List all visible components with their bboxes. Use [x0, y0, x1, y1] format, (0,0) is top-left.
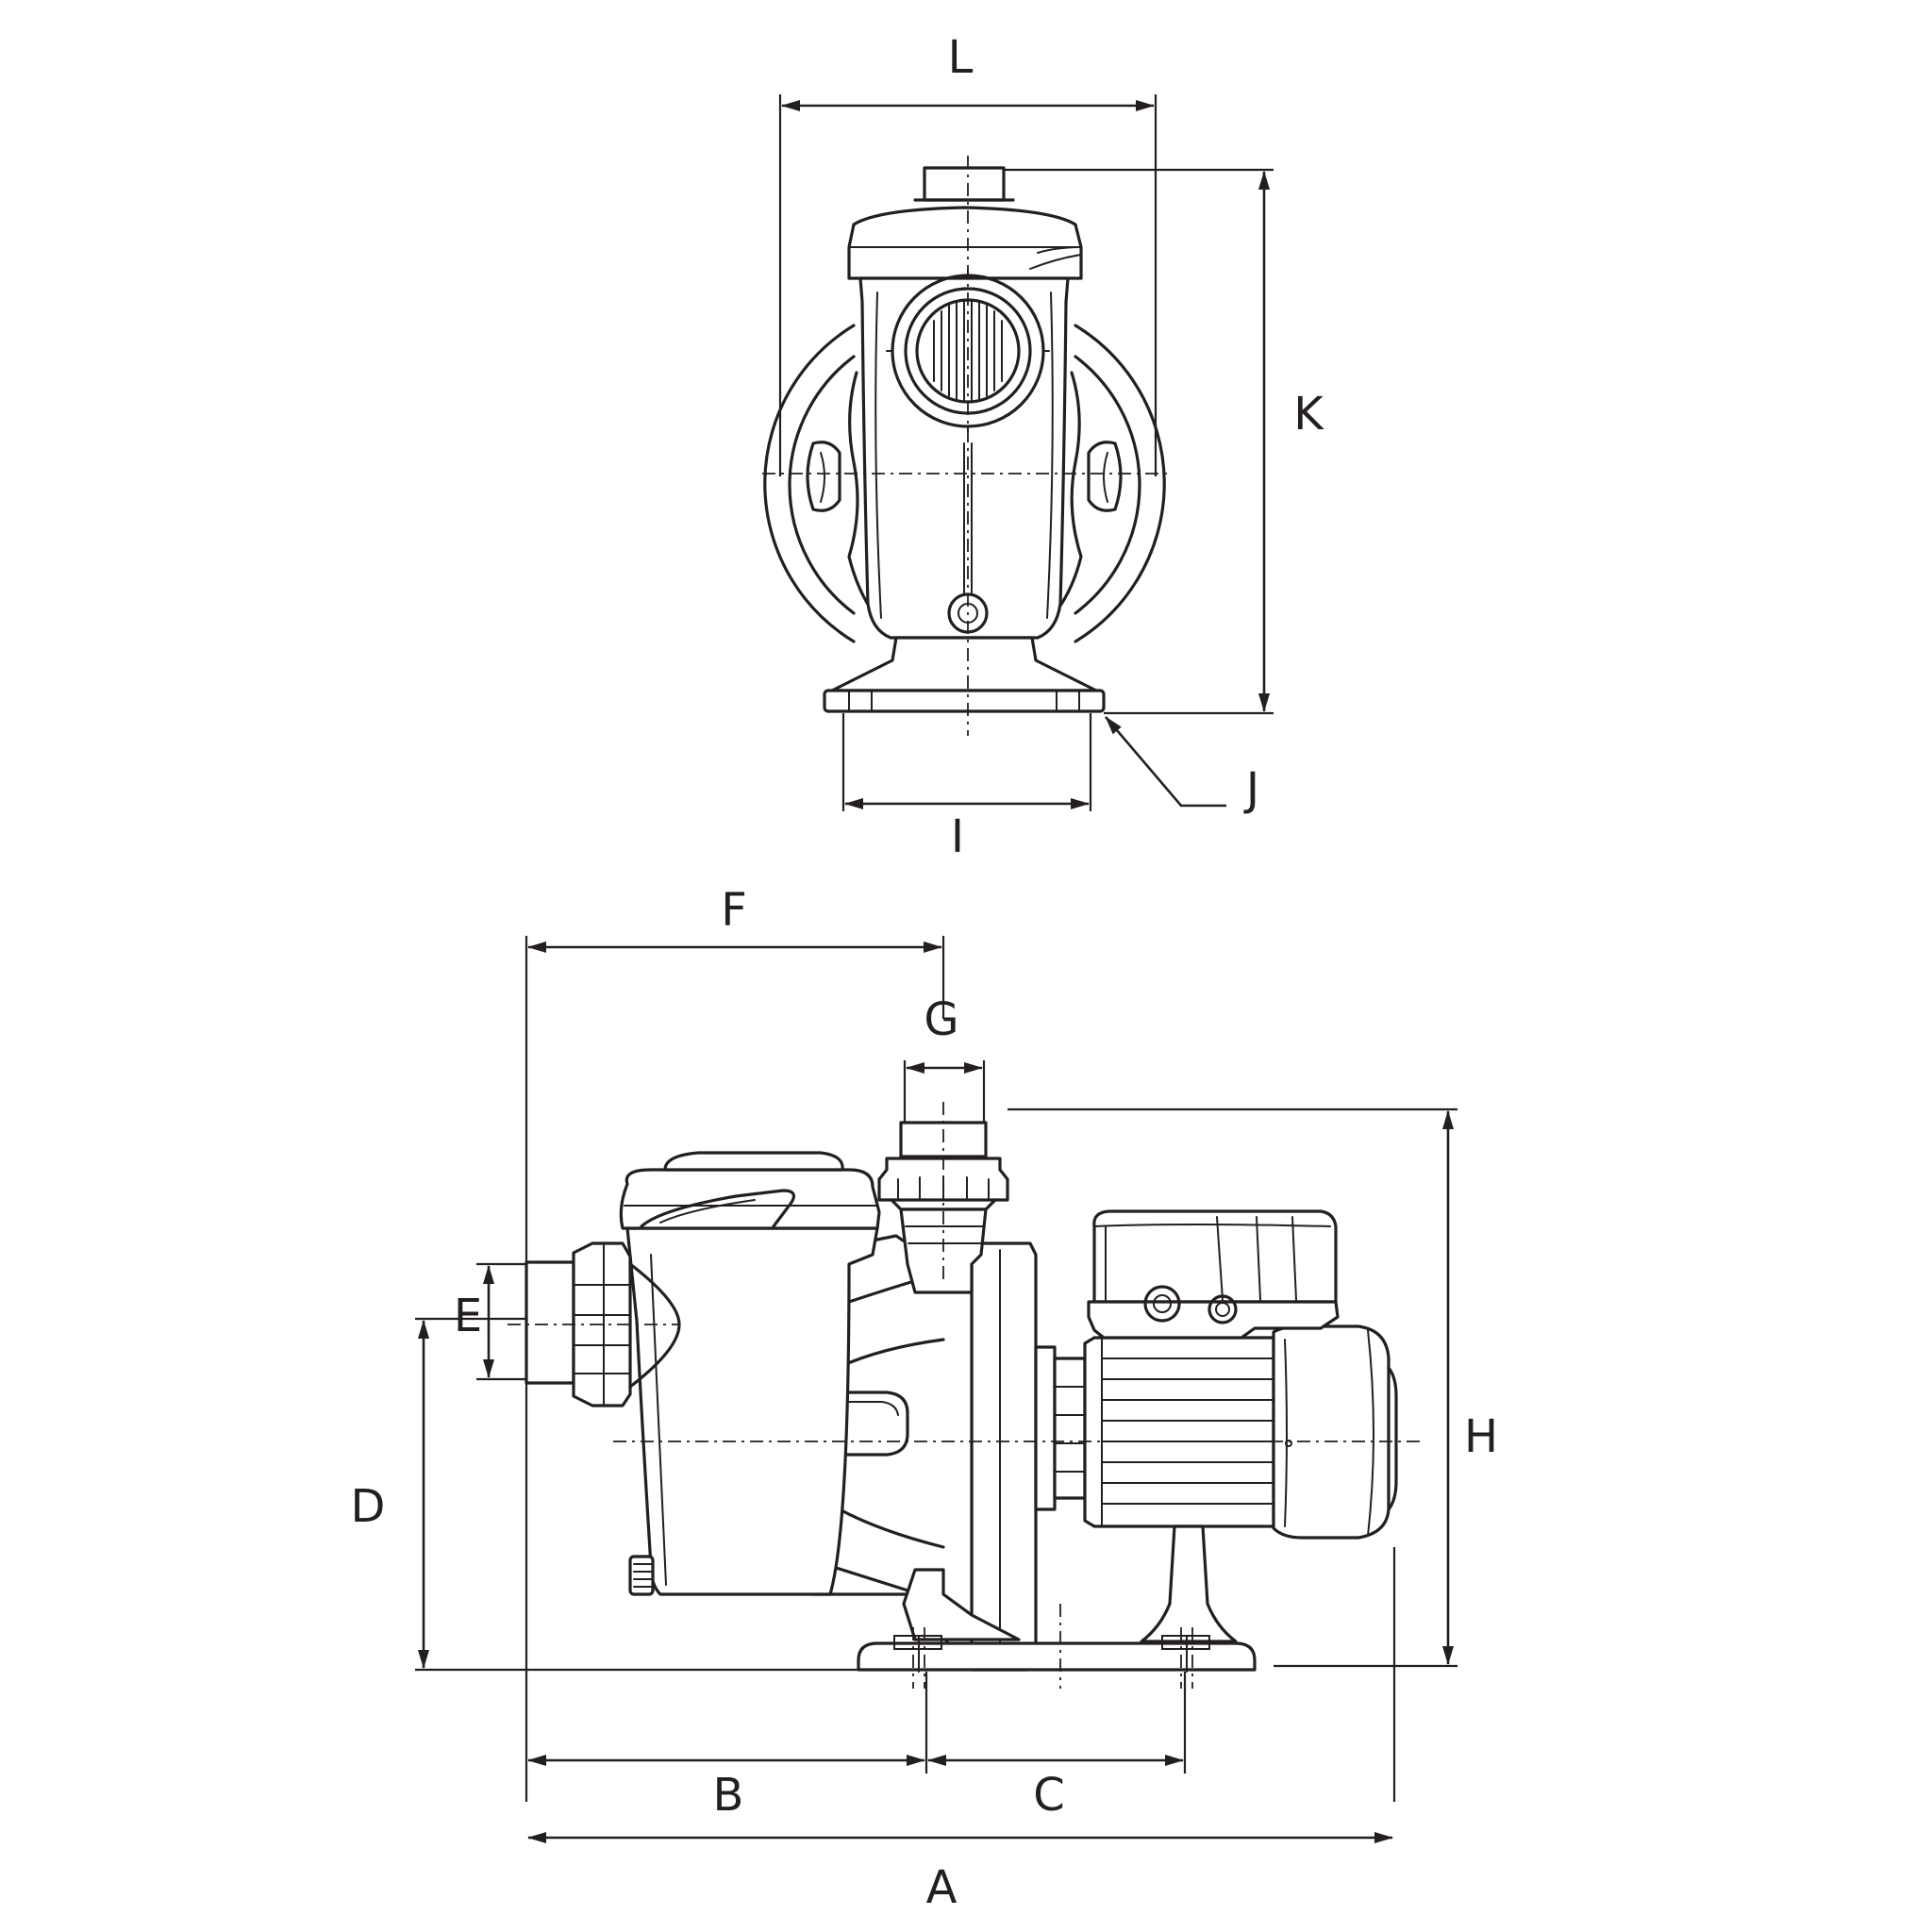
dim-label-g: G [924, 993, 958, 1046]
side-suction-pipe [525, 1260, 575, 1385]
leader-j [1105, 716, 1226, 808]
side-terminal-box [1092, 1209, 1338, 1304]
side-view [508, 1102, 1424, 1689]
side-pump-pedestal [902, 1568, 1021, 1641]
dim-label-l: L [948, 31, 974, 84]
side-seal-stage-1 [1034, 1345, 1057, 1511]
side-motor-body [1083, 1336, 1275, 1528]
side-motor-foot [1140, 1524, 1238, 1643]
dim-label-f: F [721, 884, 747, 937]
side-flange-plate [970, 1241, 1038, 1672]
dim-label-d: D [351, 1480, 386, 1533]
dim-label-c: C [1033, 1769, 1065, 1822]
side-lid-dome [663, 1151, 844, 1172]
dim-label-b: B [713, 1769, 744, 1822]
front-left-ear [806, 441, 841, 512]
side-seal-stage-2 [1053, 1357, 1087, 1500]
dim-label-a: A [926, 1861, 958, 1914]
side-lid [619, 1168, 881, 1230]
dim-label-k: K [1293, 388, 1324, 441]
side-dimensions: F G H E D B C A [351, 884, 1499, 1914]
side-drain-knob [628, 1555, 655, 1596]
front-view [762, 156, 1170, 736]
front-top-spigot [923, 166, 1006, 202]
dim-label-h: H [1464, 1410, 1498, 1463]
side-cable-gland-1 [1143, 1285, 1181, 1323]
side-basket-housing [625, 1226, 879, 1596]
front-right-ear [1087, 441, 1123, 512]
side-base-plate [857, 1641, 1257, 1672]
front-foot [823, 689, 1106, 713]
side-cable-gland-2 [1208, 1294, 1238, 1324]
front-lid [847, 206, 1083, 280]
front-pedestal [830, 636, 1098, 692]
dim-label-j: J [1243, 763, 1259, 816]
dim-label-e: E [454, 1290, 482, 1342]
dim-label-i: I [951, 810, 964, 863]
front-flange-ring [763, 324, 856, 643]
front-dimensions: L K I J [778, 31, 1324, 863]
front-port-thread [933, 299, 1003, 403]
